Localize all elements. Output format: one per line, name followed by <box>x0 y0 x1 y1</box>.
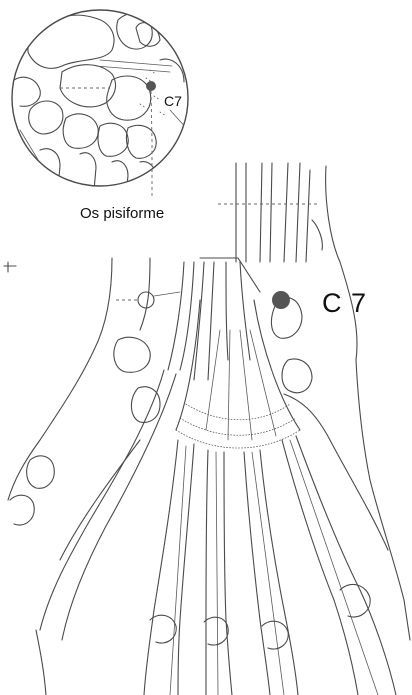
hand-illustration <box>4 163 410 695</box>
inset-carpal-bones <box>14 13 188 196</box>
c7-point-marker <box>272 291 290 309</box>
os-pisiforme-label: Os pisiforme <box>80 205 164 222</box>
inset-c7-point-marker <box>146 81 156 91</box>
inset-detail: C7 Os pisiforme <box>12 10 188 222</box>
ulnar-side-point <box>138 292 154 308</box>
c7-main-label: C 7 <box>322 288 367 318</box>
inset-c7-label: C7 <box>164 93 182 109</box>
inset-leader-line <box>151 91 152 196</box>
